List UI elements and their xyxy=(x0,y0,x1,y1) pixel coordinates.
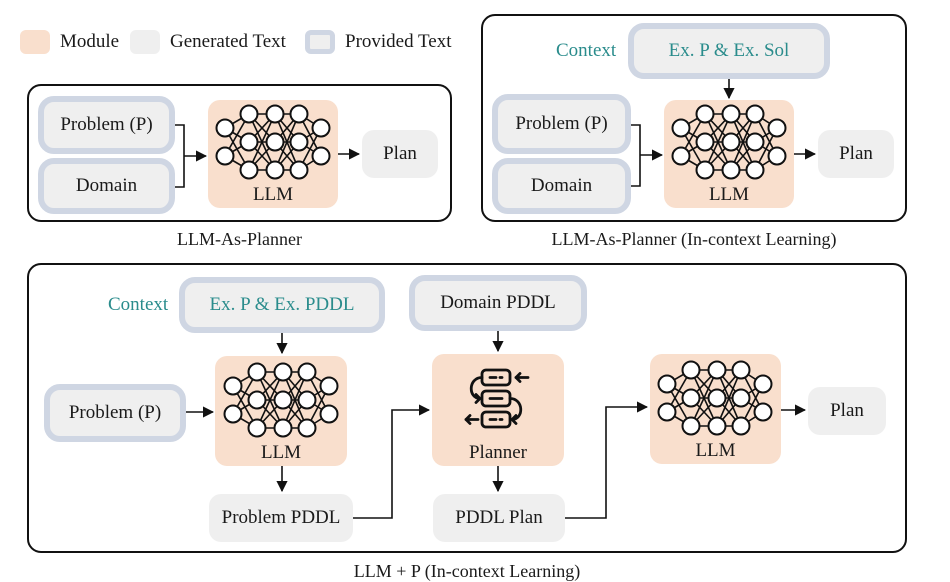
planner-label: Planner xyxy=(468,442,528,463)
legend-provided-label: Provided Text xyxy=(345,31,452,52)
pddl-plan-output: PDDL Plan xyxy=(433,494,565,542)
legend-provided-swatch xyxy=(305,30,335,54)
legend-module-label: Module xyxy=(60,31,120,52)
llm-module: LLM xyxy=(208,100,338,208)
llm-label: LLM xyxy=(260,442,302,463)
neural-network-icon xyxy=(657,360,773,436)
domain-box: Domain xyxy=(38,158,175,214)
problem-box: Problem (P) xyxy=(44,384,186,442)
problem-pddl-output: Problem PDDL xyxy=(209,494,353,542)
context-label: Context xyxy=(556,40,617,61)
domain-box: Domain xyxy=(492,158,631,214)
context-example-box: Ex. P & Ex. Sol xyxy=(628,23,830,79)
legend-module-swatch xyxy=(20,30,50,54)
context-example-box: Ex. P & Ex. PDDL xyxy=(179,277,385,333)
llm-module: LLM xyxy=(215,356,347,466)
caption-llm-plus-p: LLM + P (In-context Learning) xyxy=(353,561,581,581)
llm-label: LLM xyxy=(708,184,750,205)
caption-llm-as-planner-icl: LLM-As-Planner (In-context Learning) xyxy=(551,229,837,249)
legend-generated-label: Generated Text xyxy=(170,31,286,52)
llm-label: LLM xyxy=(695,440,736,461)
context-label: Context xyxy=(108,294,169,315)
plan-output: Plan xyxy=(818,130,894,178)
caption-llm-as-planner: LLM-As-Planner xyxy=(177,229,302,249)
neural-network-icon xyxy=(215,104,331,180)
domain-pddl-box: Domain PDDL xyxy=(409,275,587,331)
legend-generated-swatch xyxy=(130,30,160,54)
neural-network-icon xyxy=(671,104,787,180)
planner-flow-icon xyxy=(464,368,530,429)
llm-module: LLM xyxy=(664,100,794,208)
plan-output: Plan xyxy=(362,130,438,178)
neural-network-icon xyxy=(223,362,339,438)
llm-module: LLM xyxy=(650,354,781,464)
problem-box: Problem (P) xyxy=(492,94,631,154)
plan-output: Plan xyxy=(808,387,886,435)
planner-module: Planner xyxy=(432,354,564,466)
llm-label: LLM xyxy=(252,184,294,205)
problem-box: Problem (P) xyxy=(38,96,175,154)
